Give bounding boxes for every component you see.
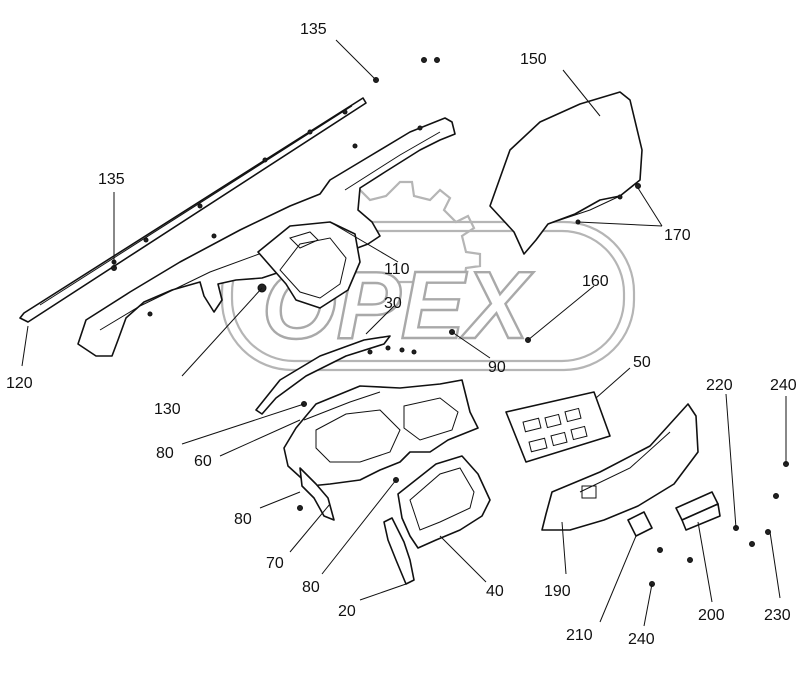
part-190-right-panel (541, 403, 699, 531)
part-120-trim-strip (19, 97, 367, 323)
part-150-cover-panel (489, 91, 643, 255)
label-135-left: 135 (98, 171, 125, 188)
label-60: 60 (194, 453, 212, 470)
label-90: 90 (488, 359, 506, 376)
part-50-switch-panel (505, 391, 611, 463)
callout-labels: 135 150 135 170 110 160 30 90 120 130 50… (6, 21, 797, 648)
watermark-oval-inner (230, 229, 626, 363)
label-120: 120 (6, 375, 33, 392)
label-160: 160 (582, 273, 609, 290)
label-170: 170 (664, 227, 691, 244)
part-200-unit (675, 491, 721, 531)
part-210-bezel (627, 511, 653, 537)
watermark-oval-outer (220, 220, 636, 372)
part-30-arc-panel (255, 335, 391, 415)
label-230: 230 (764, 607, 791, 624)
leader-lines (21, 39, 787, 627)
label-70: 70 (266, 555, 284, 572)
label-80-a: 80 (156, 445, 174, 462)
label-130: 130 (154, 401, 181, 418)
part-40-lower-panel (397, 455, 491, 549)
label-30: 30 (384, 295, 402, 312)
label-110: 110 (384, 261, 410, 278)
label-220: 220 (706, 377, 733, 394)
label-210: 210 (566, 627, 593, 644)
label-80-b: 80 (234, 511, 252, 528)
part-70-side-bracket (299, 467, 335, 521)
label-80-c: 80 (302, 579, 320, 596)
label-240-top: 240 (770, 377, 797, 394)
label-50: 50 (633, 354, 651, 371)
part-20-narrow-trim (383, 517, 415, 585)
label-190: 190 (544, 583, 571, 600)
label-135-top: 135 (300, 21, 327, 38)
label-240-bottom: 240 (628, 631, 655, 648)
label-40: 40 (486, 583, 504, 600)
label-20: 20 (338, 603, 356, 620)
label-150: 150 (520, 51, 547, 68)
label-200: 200 (698, 607, 725, 624)
